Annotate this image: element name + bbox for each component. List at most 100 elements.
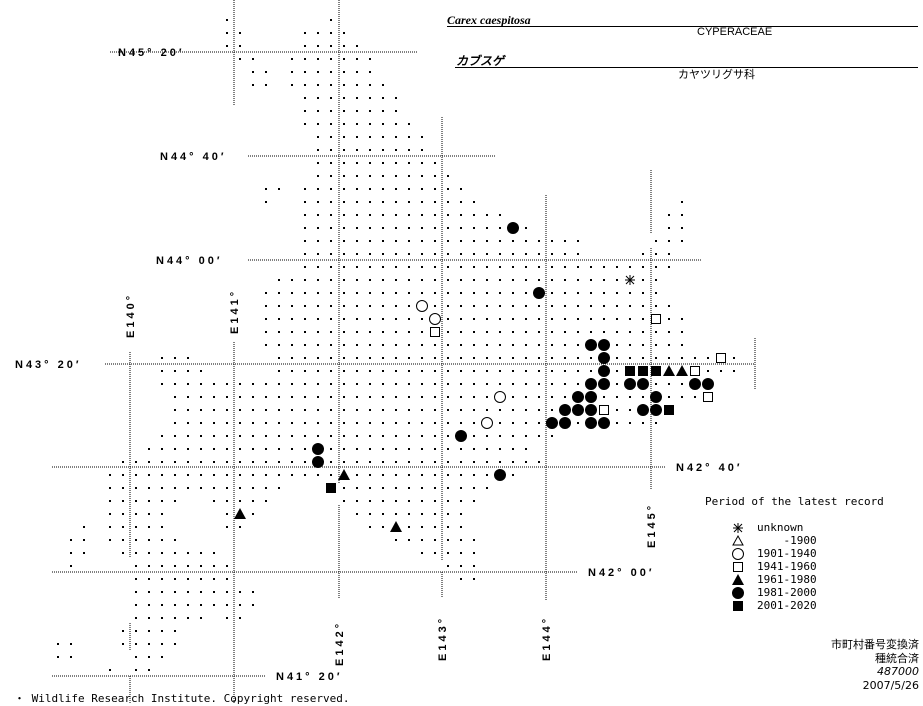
grid-cell-dot [512,279,514,281]
grid-cell-dot [525,266,527,268]
grid-cell-dot [57,643,59,645]
grid-cell-dot [460,409,462,411]
open-square-icon [733,562,743,572]
grid-cell-dot [369,253,371,255]
grid-cell-dot [382,149,384,151]
filled-circle-marker [624,378,636,390]
grid-cell-dot [278,474,280,476]
grid-cell-dot [330,318,332,320]
grid-cell-dot [538,305,540,307]
grid-cell-dot [564,318,566,320]
grid-cell-dot [278,292,280,294]
grid-cell-dot [135,487,137,489]
asterisk-marker [625,275,635,285]
grid-cell-dot [486,370,488,372]
grid-cell-dot [317,136,319,138]
grid-cell-dot [161,357,163,359]
grid-cell-dot [317,201,319,203]
grid-cell-dot [382,513,384,515]
legend-item-filled-triangle: 1961-1980 [731,573,835,586]
filled-triangle-marker [338,469,350,480]
grid-cell-dot [161,435,163,437]
grid-cell-dot [421,188,423,190]
grid-cell-dot [304,97,306,99]
grid-cell-dot [460,279,462,281]
grid-cell-dot [122,526,124,528]
grid-cell-dot [343,110,345,112]
open-square-symbol [733,562,743,572]
grid-cell-dot [629,292,631,294]
grid-cell-dot [499,279,501,281]
grid-cell-dot [83,552,85,554]
grid-cell-dot [564,357,566,359]
title-rule [447,26,918,27]
filled-circle-marker [598,417,610,429]
grid-cell-dot [343,253,345,255]
open-circle-icon [732,548,744,560]
grid-cell-dot [382,266,384,268]
grid-cell-dot [434,370,436,372]
grid-cell-dot [304,357,306,359]
grid-cell-dot [473,435,475,437]
grid-cell-dot [395,474,397,476]
grid-cell-dot [395,318,397,320]
grid-cell-dot [603,266,605,268]
grid-cell-dot [551,305,553,307]
grid-cell-dot [356,474,358,476]
grid-cell-dot [226,617,228,619]
grid-cell-dot [525,318,527,320]
grid-cell-dot [460,370,462,372]
grid-cell-dot [512,383,514,385]
grid-cell-dot [499,318,501,320]
grid-cell-dot [343,318,345,320]
grid-cell-dot [174,591,176,593]
grid-cell-dot [330,19,332,21]
grid-cell-dot [460,305,462,307]
grid-cell-dot [148,552,150,554]
grid-cell-dot [434,539,436,541]
japanese-family-name: カヤツリグサ科 [678,68,755,81]
grid-cell-dot [421,149,423,151]
grid-cell-dot [343,448,345,450]
grid-cell-dot [642,357,644,359]
grid-cell-dot [616,318,618,320]
grid-cell-dot [395,188,397,190]
grid-cell-dot [421,526,423,528]
grid-cell-dot [395,201,397,203]
grid-cell-dot [148,565,150,567]
grid-cell-dot [668,240,670,242]
grid-cell-dot [486,331,488,333]
filled-square-marker [326,483,336,493]
filled-circle-marker [637,404,649,416]
grid-cell-dot [382,500,384,502]
grid-cell-dot [304,292,306,294]
grid-cell-dot [473,344,475,346]
grid-cell-dot [304,422,306,424]
grid-cell-dot [161,448,163,450]
grid-cell-dot [421,292,423,294]
grid-cell-dot [187,461,189,463]
grid-cell-dot [265,448,267,450]
grid-cell-dot [590,318,592,320]
grid-cell-dot [486,474,488,476]
grid-cell-dot [187,591,189,593]
grid-cell-dot [200,409,202,411]
grid-cell-dot [226,45,228,47]
grid-cell-dot [434,344,436,346]
grid-cell-dot [486,357,488,359]
grid-cell-dot [213,422,215,424]
grid-cell-dot [265,344,267,346]
grid-cell-dot [395,97,397,99]
grid-cell-dot [135,669,137,671]
grid-cell-dot [395,240,397,242]
grid-cell-dot [291,396,293,398]
grid-cell-dot [252,487,254,489]
grid-cell-dot [460,240,462,242]
grid-cell-dot [369,526,371,528]
lon-label-142: E142° [334,621,346,666]
lat-label-42-40: N42° 40′ [676,462,743,474]
grid-cell-dot [486,240,488,242]
grid-cell-dot [551,266,553,268]
grid-cell-dot [317,123,319,125]
grid-cell-dot [408,344,410,346]
